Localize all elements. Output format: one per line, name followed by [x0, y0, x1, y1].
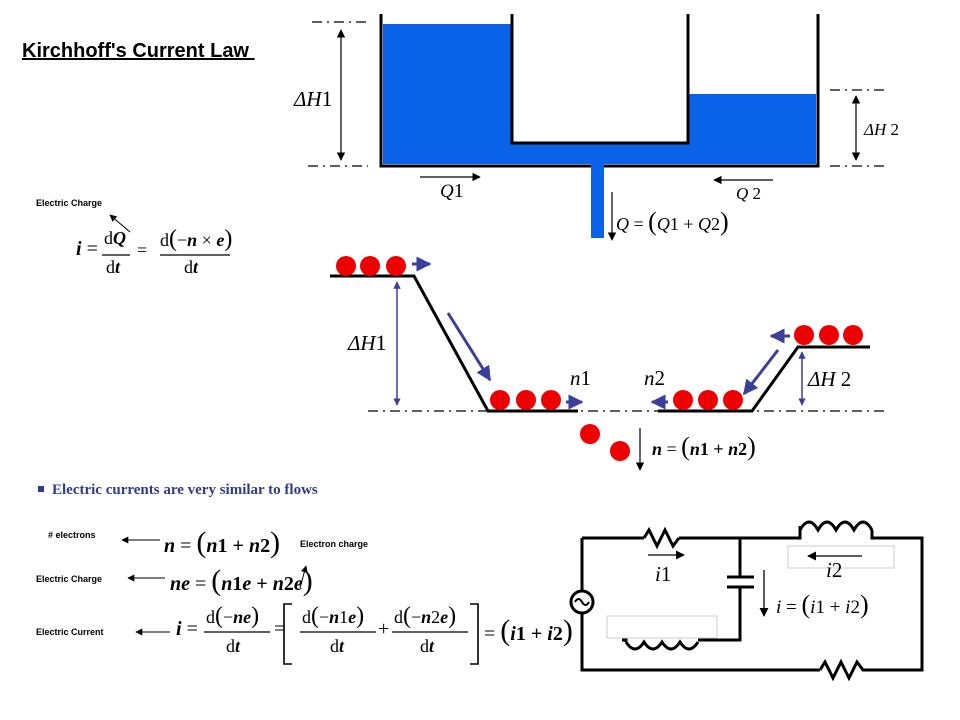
faint-box	[787, 545, 895, 569]
eq1-equals: =	[137, 240, 148, 260]
dh2-symbol: ΔH 2	[864, 120, 900, 139]
tank-divider	[510, 14, 690, 145]
bullet-point: Electric currents are very similar to fl…	[38, 482, 318, 499]
electron-ball	[610, 441, 630, 461]
q1-symbol: Q1	[440, 180, 464, 202]
eq1-dq: dQ	[104, 228, 126, 248]
eq3-num3: d(−n2e)	[394, 603, 457, 629]
ac-source	[569, 589, 595, 615]
electron-ball	[541, 390, 561, 410]
eq1-i: i =	[76, 238, 98, 260]
label-electric-charge-top: Electric Charge	[36, 198, 103, 208]
resistor-top	[642, 526, 681, 550]
q2-symbol: Q 2	[736, 184, 762, 203]
water-outflow-pipe	[591, 164, 604, 238]
label-electron-charge: Electron charge	[300, 539, 369, 549]
motion-arrow	[742, 349, 780, 396]
page-title: Kirchhoff's Current Law	[22, 40, 255, 62]
electron-ball	[580, 424, 600, 444]
electron-ball	[698, 390, 718, 410]
electron-ball	[336, 256, 356, 276]
i-sum-equation: i = (i1 + i2)	[776, 590, 869, 619]
bullet-square	[38, 485, 44, 492]
q-sum-equation: Q = (Q1 + Q2)	[616, 207, 729, 236]
dh1-symbol: ΔH1	[294, 86, 333, 111]
circuit-diagram	[569, 520, 924, 682]
left-slope	[330, 274, 578, 413]
electron-ball	[386, 256, 406, 276]
hill-dh1-symbol: ΔH1	[348, 330, 387, 355]
electron-ball	[723, 390, 743, 410]
label-electric-charge: Electric Charge	[36, 574, 103, 584]
charge-pointer-arrow	[109, 214, 131, 233]
electron-charge-pointer-arrow	[299, 565, 308, 589]
motion-arrow	[446, 312, 492, 382]
eq3-den2: dt	[330, 636, 345, 656]
hill-dh2-symbol: ΔH 2	[808, 367, 852, 391]
label-electrons: # electrons	[48, 530, 96, 540]
tank-wall-left	[379, 14, 591, 168]
i1-symbol: i1	[655, 562, 672, 586]
eq3-eq1: =	[274, 618, 286, 640]
electron-ball	[360, 256, 380, 276]
electron-ball	[490, 390, 510, 410]
inductor-top	[798, 520, 874, 534]
water-left-column	[383, 24, 511, 164]
n1-symbol: n1	[570, 366, 591, 390]
eq3-den1: dt	[226, 636, 241, 656]
eq3-num2: d(−n1e)	[302, 603, 365, 629]
eq1-dt: dt	[106, 257, 121, 277]
bracket-right	[470, 603, 479, 665]
eq3-den3: dt	[420, 636, 435, 656]
resistor-bottom	[818, 658, 886, 682]
electron-ball	[794, 325, 814, 345]
label-electric-current: Electric Current	[36, 627, 104, 637]
faint-box	[606, 615, 718, 639]
electron-ball	[673, 390, 693, 410]
eq3-i: i =	[176, 618, 198, 640]
tank-wall-right	[604, 14, 820, 168]
i2-symbol: i2	[826, 558, 843, 582]
eq1-numerator: d(−n × e)	[160, 226, 233, 252]
eq-charge-sum: ne = (n1e + n2e)	[170, 564, 313, 597]
water-right-column	[688, 94, 816, 164]
n-sum-equation: n = (n1 + n2)	[652, 432, 756, 461]
electron-flow-diagram	[330, 256, 886, 471]
electron-ball	[819, 325, 839, 345]
eq1-dt2: dt	[184, 257, 199, 277]
eq3-num1: d(−ne)	[206, 603, 260, 629]
electron-ball	[843, 325, 863, 345]
bracket-left	[283, 603, 292, 665]
eq3-plus: +	[378, 618, 390, 640]
eq-electrons-sum: n = (n1 + n2)	[164, 526, 281, 559]
inductor-bottom	[624, 639, 700, 651]
eq3-result: = (i1 + i2)	[484, 614, 573, 647]
n2-symbol: n2	[644, 366, 665, 390]
water-tank-diagram	[308, 14, 888, 241]
electron-ball	[516, 390, 536, 410]
bullet-text: Electric currents are very similar to fl…	[52, 482, 318, 498]
